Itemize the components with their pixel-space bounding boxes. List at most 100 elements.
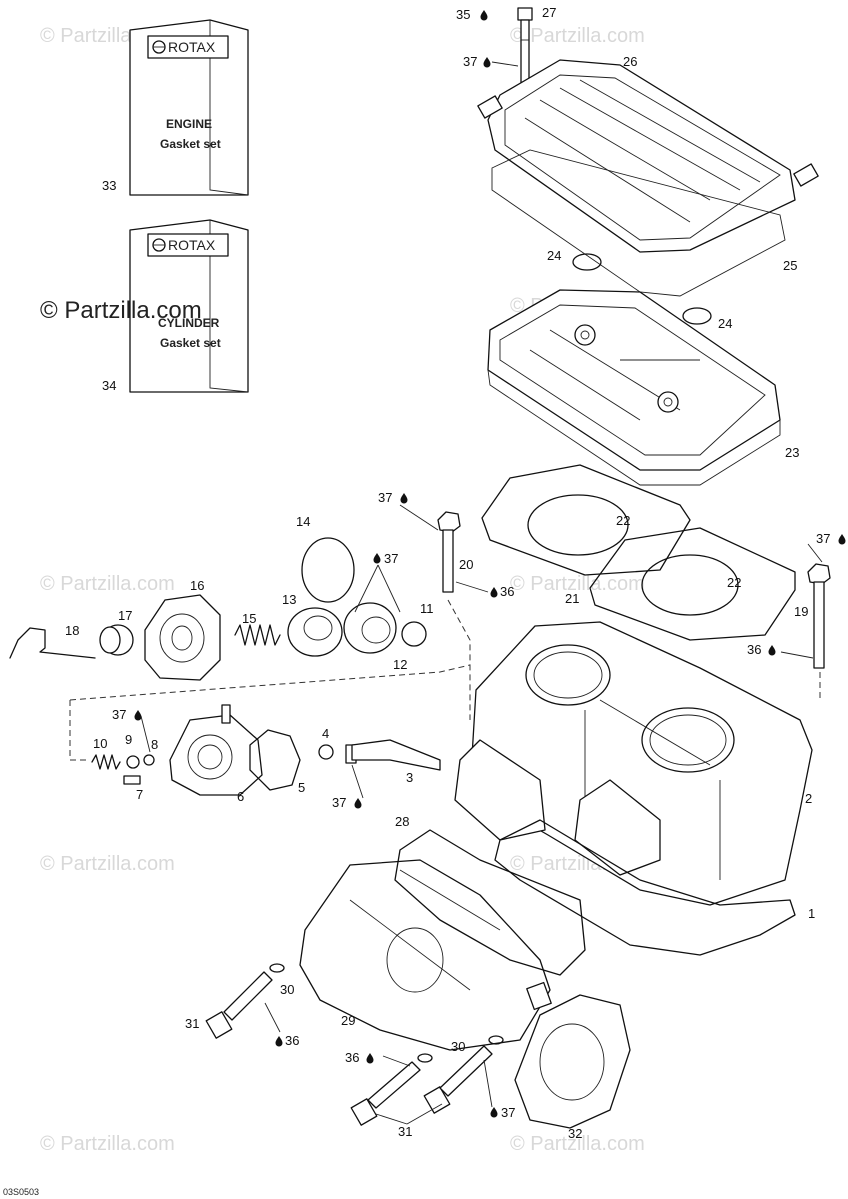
callout-31: 31 xyxy=(185,1016,199,1031)
callout-24: 24 xyxy=(547,248,561,263)
part-26-head-cover[interactable] xyxy=(477,59,819,253)
drop-icon xyxy=(480,10,488,21)
part-17-cap[interactable] xyxy=(99,624,134,656)
part-32-gasket[interactable] xyxy=(514,994,631,1129)
watermark: © Partzilla.com xyxy=(40,853,175,875)
drop-icon xyxy=(483,57,491,68)
callout-2: 2 xyxy=(805,791,812,806)
brand-label: ROTAX xyxy=(168,39,216,55)
part-22-head-gasket[interactable] xyxy=(589,527,796,641)
part-6-housing[interactable] xyxy=(169,704,263,796)
part-16-cover[interactable] xyxy=(144,594,221,681)
drop-icon xyxy=(490,1107,498,1118)
part-10-spring[interactable] xyxy=(91,754,121,770)
part-13-valve[interactable] xyxy=(287,607,343,657)
rotax-logo-icon xyxy=(152,40,166,54)
callout-37: 37 xyxy=(463,54,477,69)
callout-22: 22 xyxy=(727,575,741,590)
part-18-spring-clip[interactable] xyxy=(9,627,96,659)
callout-24: 24 xyxy=(718,316,732,331)
callout-31: 31 xyxy=(398,1124,412,1139)
drop-icon xyxy=(838,534,846,545)
callout-13: 13 xyxy=(282,592,296,607)
part-31-screw[interactable] xyxy=(350,1061,421,1126)
part-29-exhaust-manifold[interactable] xyxy=(299,859,552,1051)
brand-label: ROTAX xyxy=(168,237,216,253)
part-28-gasket[interactable] xyxy=(394,829,586,976)
callout-37: 37 xyxy=(332,795,346,810)
drop-icon xyxy=(768,645,776,656)
part-1-base-gasket[interactable] xyxy=(494,819,796,956)
drop-icon xyxy=(366,1053,374,1064)
part-25-gasket[interactable] xyxy=(491,149,786,297)
drop-icon xyxy=(400,493,408,504)
part-14-o-ring[interactable] xyxy=(301,537,355,603)
gasket-set-cylinder[interactable]: ROTAX CYLINDER Gasket set xyxy=(129,219,249,393)
part-9-washer[interactable] xyxy=(126,755,140,769)
part-7-screw[interactable] xyxy=(123,775,141,785)
callout-36: 36 xyxy=(500,584,514,599)
callout-27: 27 xyxy=(542,5,556,20)
drop-icon xyxy=(275,1036,283,1047)
box-title: ENGINE xyxy=(166,117,212,131)
callout-35: 35 xyxy=(456,7,470,22)
callout-11: 11 xyxy=(420,601,434,616)
callout-25: 25 xyxy=(783,258,797,273)
callout-34: 34 xyxy=(102,378,116,393)
leader-lines xyxy=(140,61,823,1125)
callout-10: 10 xyxy=(93,736,107,751)
part-15-spring[interactable] xyxy=(234,624,281,646)
part-2-cylinder-block[interactable] xyxy=(454,621,813,906)
callout-4: 4 xyxy=(322,726,329,741)
callout-5: 5 xyxy=(298,780,305,795)
callout-26: 26 xyxy=(623,54,637,69)
part-24-o-ring[interactable] xyxy=(572,253,602,271)
drop-icon xyxy=(373,553,381,564)
part-20-stud[interactable] xyxy=(437,511,461,593)
part-30-washer[interactable] xyxy=(269,963,285,973)
watermark: © Partzilla.com xyxy=(510,1133,645,1155)
part-5-gasket[interactable] xyxy=(249,729,301,791)
part-8-o-ring[interactable] xyxy=(143,754,155,766)
rotax-logo-icon xyxy=(152,238,166,252)
callout-14: 14 xyxy=(296,514,310,529)
part-30-washer[interactable] xyxy=(488,1035,504,1045)
part-12-cup[interactable] xyxy=(343,602,397,654)
callout-22: 22 xyxy=(616,513,630,528)
callout-30: 30 xyxy=(280,982,294,997)
callout-20: 20 xyxy=(459,557,473,572)
gasket-set-engine[interactable]: ROTAX ENGINE Gasket set xyxy=(129,19,249,196)
part-24-o-ring[interactable] xyxy=(682,307,712,325)
part-31-screw[interactable] xyxy=(205,971,273,1039)
callout-23: 23 xyxy=(785,445,799,460)
callout-3: 3 xyxy=(406,770,413,785)
callout-6: 6 xyxy=(237,789,244,804)
part-31-screw[interactable] xyxy=(423,1045,493,1114)
part-3-shaft[interactable] xyxy=(345,739,441,771)
watermark-main: © Partzilla.com xyxy=(40,297,202,324)
callout-37: 37 xyxy=(378,490,392,505)
drop-icon xyxy=(134,710,142,721)
part-30-washer[interactable] xyxy=(417,1053,433,1063)
watermark: © Partzilla.com xyxy=(510,25,645,47)
part-11-o-ring[interactable] xyxy=(401,621,427,647)
part-4-o-ring[interactable] xyxy=(318,744,334,760)
part-22-head-gasket[interactable] xyxy=(481,464,691,576)
callout-37: 37 xyxy=(501,1105,515,1120)
callout-29: 29 xyxy=(341,1013,355,1028)
watermark: © Partzilla.com xyxy=(40,1133,175,1155)
callout-12: 12 xyxy=(393,657,407,672)
box-title: CYLINDER xyxy=(158,316,220,330)
drawing-code: 03S0503 xyxy=(3,1187,39,1197)
callout-18: 18 xyxy=(65,623,79,638)
drop-icon xyxy=(490,587,498,598)
part-19-stud[interactable] xyxy=(807,563,831,669)
part-23-cylinder-head[interactable] xyxy=(487,289,781,486)
callout-17: 17 xyxy=(118,608,132,623)
dashed-leaders xyxy=(69,599,821,761)
callout-37: 37 xyxy=(816,531,830,546)
callout-36: 36 xyxy=(285,1033,299,1048)
callout-36: 36 xyxy=(747,642,761,657)
box-subtitle: Gasket set xyxy=(160,137,221,151)
